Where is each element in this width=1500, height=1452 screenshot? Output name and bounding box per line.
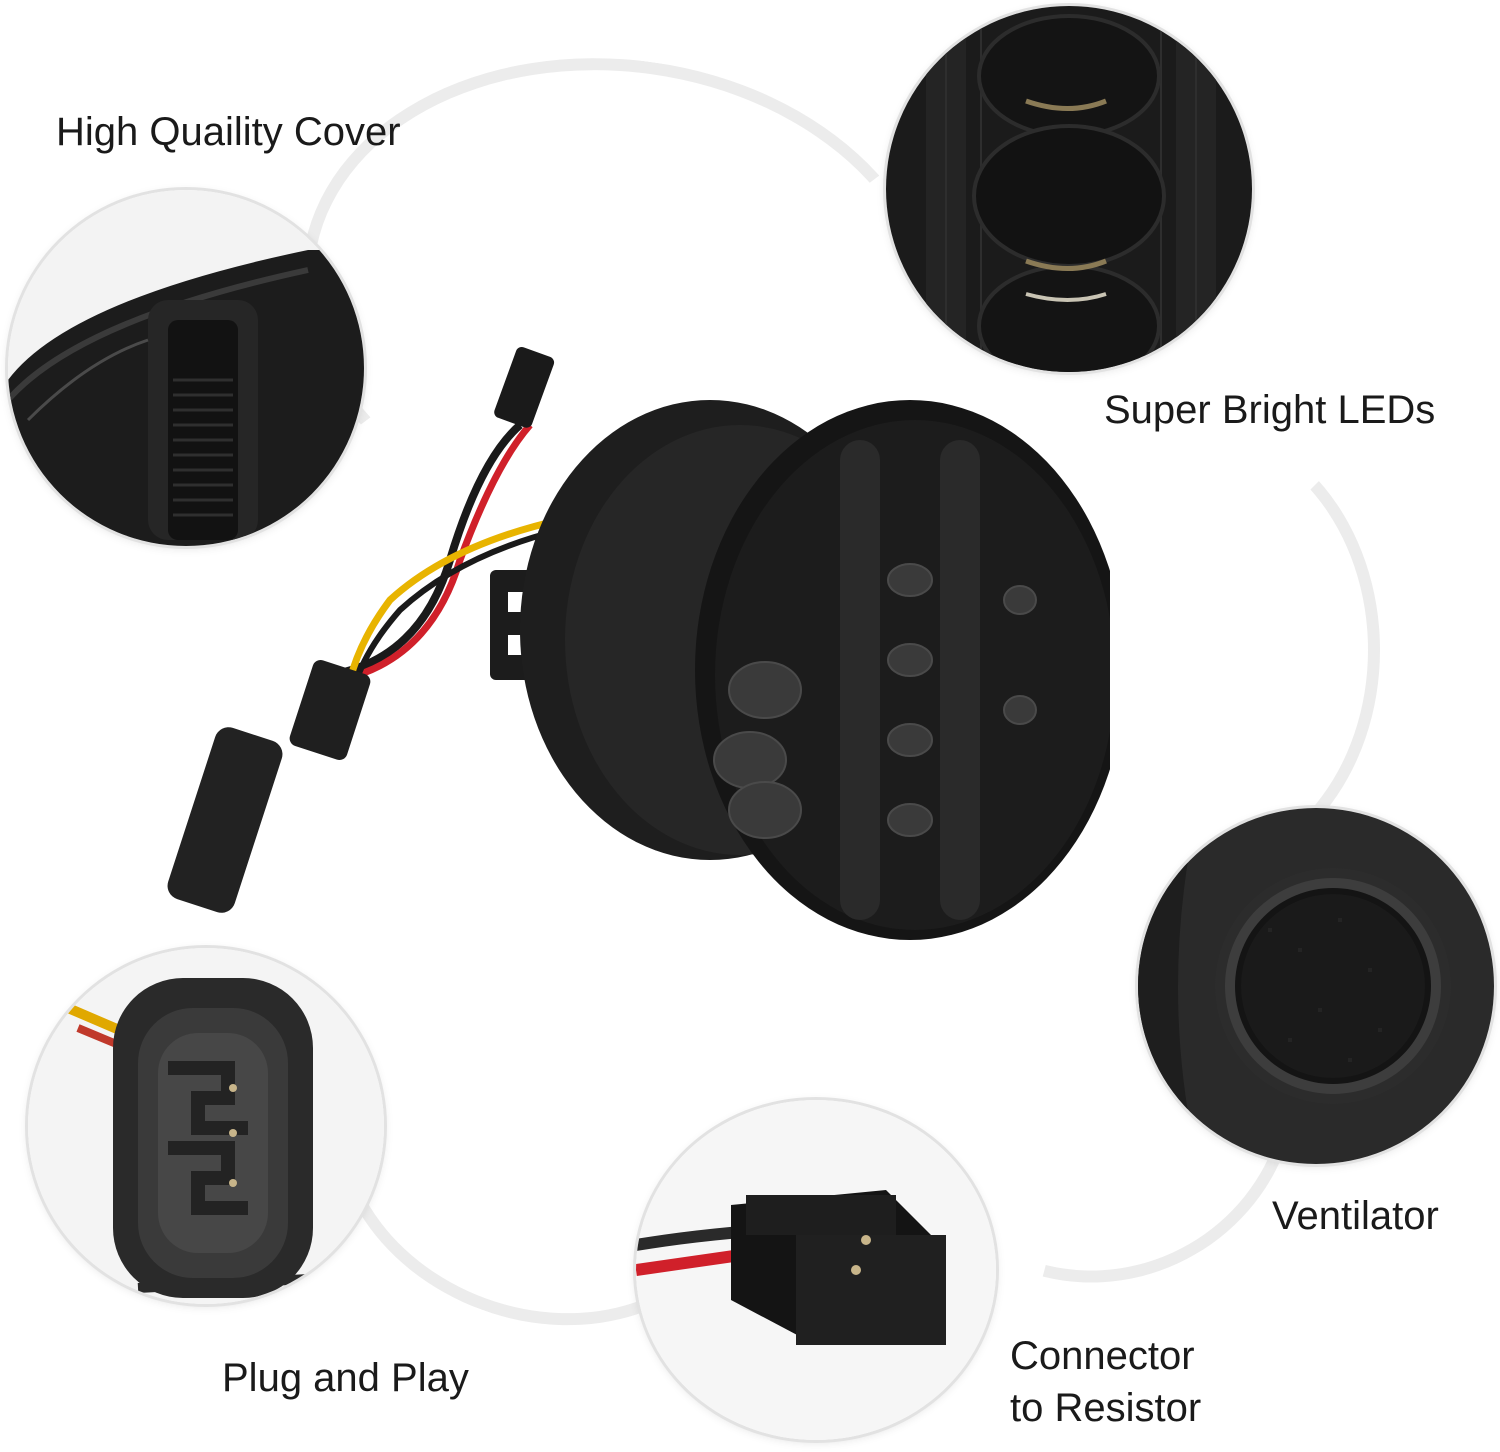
connector-label-line2: to Resistor <box>1010 1386 1202 1430</box>
cover-detail-image <box>8 190 364 546</box>
plug-label: Plug and Play <box>222 1356 469 1400</box>
plug-detail-image <box>28 948 384 1304</box>
cover-label: High Quaility Cover <box>56 110 401 154</box>
connector-label-line1: Connector <box>1010 1334 1195 1378</box>
ventilator-detail-image <box>1138 808 1494 1164</box>
leds-label: Super Bright LEDs <box>1104 388 1436 432</box>
led-turn-signal-light-image <box>167 346 1110 940</box>
ventilator-label: Ventilator <box>1272 1194 1439 1238</box>
leds-detail-image <box>886 6 1252 372</box>
connector-detail-image <box>636 1100 996 1440</box>
